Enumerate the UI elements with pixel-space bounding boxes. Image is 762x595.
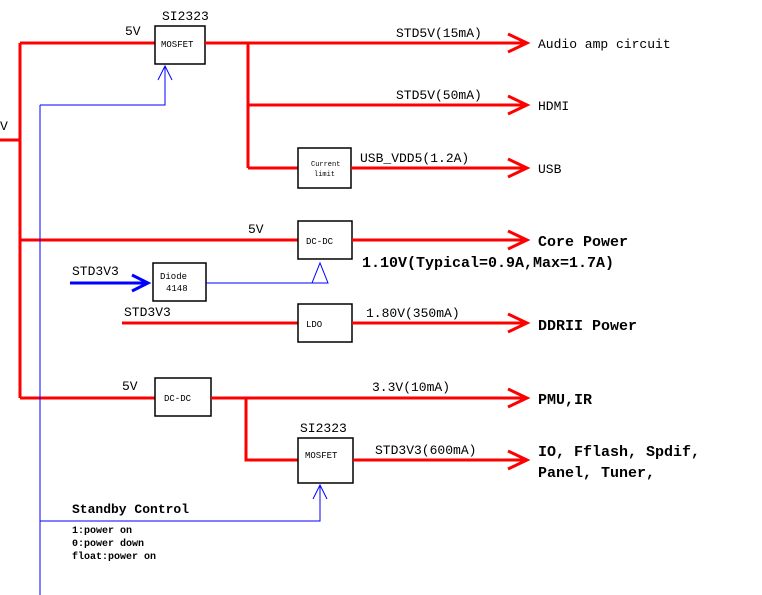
diode-line1: Diode xyxy=(160,272,187,282)
core-dest: Core Power xyxy=(538,234,628,251)
io-feed-line xyxy=(244,398,298,462)
ldo-rail-label: 1.80V(350mA) xyxy=(366,306,460,321)
io-mosfet-control-arrow xyxy=(312,483,328,500)
io-mosfet-part: SI2323 xyxy=(300,421,347,436)
current-limit-line1: Current xyxy=(311,161,340,169)
standby-title: Standby Control xyxy=(72,502,189,517)
audio-dest: Audio amp circuit xyxy=(538,37,671,52)
usb-arrowhead xyxy=(507,157,531,179)
io-arrowhead xyxy=(507,449,531,471)
diode-input-arrowhead xyxy=(131,273,152,293)
io-dest-line2: Panel, Tuner, xyxy=(538,465,655,482)
pmu-dcdc-label: DC-DC xyxy=(164,394,192,404)
top-mosfet-control-arrow xyxy=(157,64,173,81)
core-dcdc-box xyxy=(297,220,353,260)
standby-line1: 1:power on xyxy=(72,526,132,537)
top-mosfet-label: MOSFET xyxy=(161,40,194,50)
pmu-dest: PMU,IR xyxy=(538,392,592,409)
pmu-input-label: 5V xyxy=(122,379,138,394)
core-rail-label: 1.10V(Typical=0.9A,Max=1.7A) xyxy=(362,255,614,272)
core-dcdc-label: DC-DC xyxy=(306,237,334,247)
pmu-rail-label: 3.3V(10mA) xyxy=(372,380,450,395)
usb-dest: USB xyxy=(538,162,562,177)
io-mosfet-box xyxy=(297,437,354,484)
audio-arrowhead xyxy=(507,32,531,54)
audio-rail-label: STD5V(15mA) xyxy=(396,26,482,41)
hdmi-dest: HDMI xyxy=(538,99,569,114)
diode-line2: 4148 xyxy=(166,284,188,294)
core-input-label: 5V xyxy=(248,222,264,237)
diode-to-dcdc-line xyxy=(206,263,321,284)
io-mosfet-label: MOSFET xyxy=(305,451,338,461)
standby-line2: 0:power down xyxy=(72,538,144,550)
core-enable-triangle xyxy=(311,261,329,284)
ldo-label: LDO xyxy=(306,320,322,330)
ldo-dest: DDRII Power xyxy=(538,318,637,335)
ldo-input-label: STD3V3 xyxy=(124,305,171,320)
standby-line3: float:power on xyxy=(72,551,156,563)
usb-rail-label: USB_VDD5(1.2A) xyxy=(360,151,469,166)
input-voltage-label: V xyxy=(0,119,8,134)
hdmi-rail-label: STD5V(50mA) xyxy=(396,88,482,103)
current-limit-line2: limit xyxy=(314,171,335,179)
standby-to-io-mosfet xyxy=(40,485,321,522)
top-mosfet-box xyxy=(154,25,206,65)
diode-input-label: STD3V3 xyxy=(72,264,119,279)
standby-to-top-mosfet xyxy=(40,66,166,106)
top-mosfet-part: SI2323 xyxy=(162,9,209,24)
io-dest-line1: IO, Fflash, Spdif, xyxy=(538,444,700,461)
pmu-arrowhead xyxy=(507,387,531,409)
current-limit-box xyxy=(297,147,352,189)
core-arrowhead xyxy=(507,229,531,251)
hdmi-arrowhead xyxy=(507,94,531,116)
io-rail-label: STD3V3(600mA) xyxy=(375,443,476,458)
top-mosfet-input-label: 5V xyxy=(125,24,141,39)
diode-box xyxy=(152,262,207,302)
ldo-arrowhead xyxy=(507,312,531,334)
